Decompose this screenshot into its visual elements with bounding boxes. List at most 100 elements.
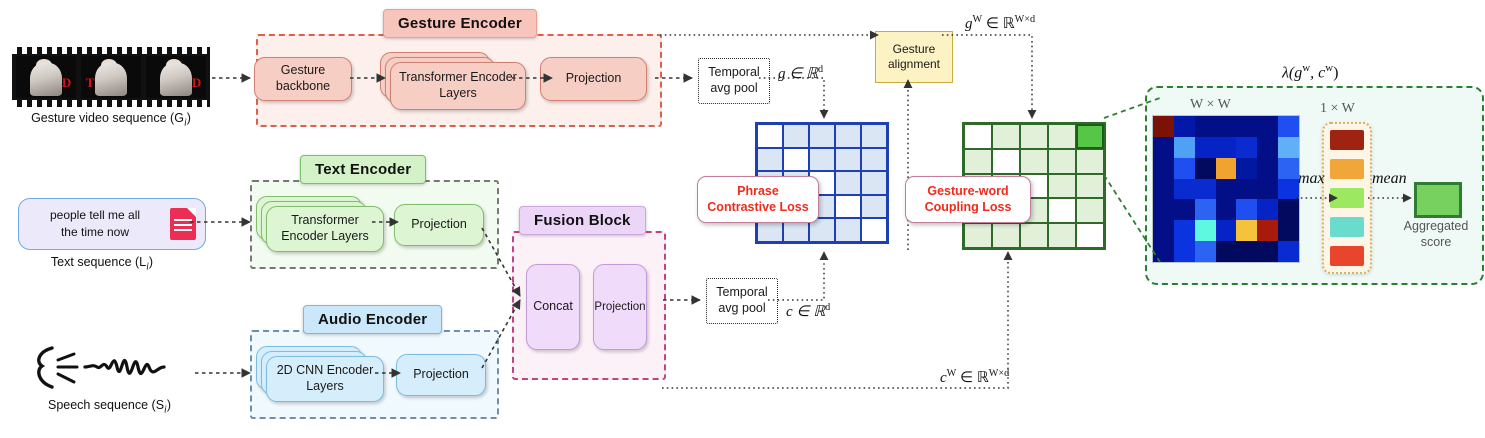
- matrix-cell: [1020, 148, 1048, 174]
- figure-body: [160, 62, 192, 97]
- heatmap-cell: [1173, 116, 1195, 137]
- heatmap-cell: [1153, 136, 1174, 158]
- matrix-cell: [861, 147, 887, 172]
- cW-base: c: [940, 370, 947, 386]
- onexw-text: 1 × W: [1320, 101, 1355, 116]
- matrix-cell: [1048, 148, 1076, 174]
- audio-caption-end: ): [166, 398, 171, 412]
- heatmap-cell: [1257, 220, 1279, 242]
- matrix-cell: [861, 124, 887, 148]
- aggregated-score-box: [1414, 182, 1462, 218]
- heatmap-cell: [1215, 157, 1237, 179]
- g-vector-text: g ∈ ℝ: [778, 66, 818, 82]
- matrix-cell: [964, 223, 992, 248]
- matrix-cell: [1076, 148, 1104, 174]
- text-caption-sub: i: [146, 261, 149, 273]
- heatmap-cell: [1153, 199, 1174, 221]
- heatmap-cell: [1278, 136, 1299, 158]
- matrix-cell: [835, 124, 861, 148]
- figure-body: [95, 62, 127, 97]
- gesture-input-caption: Gesture video sequence (Gi): [12, 111, 210, 129]
- figure-body: [30, 62, 62, 97]
- heatmap-cell: [1278, 116, 1299, 137]
- video-frame-1: D: [16, 56, 76, 98]
- gesture-transformer-encoder-layers-node[interactable]: Transformer Encoder Layers: [390, 62, 526, 110]
- heatmap-cell: [1215, 199, 1237, 221]
- wxw-text: W × W: [1190, 97, 1231, 112]
- g-vector-label: g ∈ ℝd: [778, 64, 823, 83]
- audio-caption-sub: i: [164, 404, 167, 416]
- aggregated-label-line2: score: [1420, 235, 1452, 250]
- phrase-loss-line1: Phrase: [737, 184, 779, 198]
- heatmap-cell: [1153, 116, 1174, 137]
- document-icon: [170, 208, 196, 240]
- frame-overlay-text: D: [61, 75, 72, 91]
- heatmap-cell: [1153, 220, 1174, 242]
- heatmap-cell: [1173, 199, 1195, 221]
- text-input-caption: Text sequence (Li): [18, 255, 186, 273]
- frame-overlay-text: D: [191, 75, 202, 91]
- max-pooled-column-vector[interactable]: [1322, 122, 1372, 274]
- matrix-cell: [1048, 124, 1076, 149]
- heatmap-cell: [1173, 178, 1195, 200]
- heatmap-cell: [1194, 136, 1216, 158]
- cW-label: cW ∈ ℝW×d: [940, 368, 1009, 387]
- heatmap-cell: [1257, 178, 1279, 200]
- heatmap-cell: [1173, 241, 1195, 262]
- aggregated-score-label: Aggregated score: [1396, 218, 1476, 251]
- text-encoder-title: Text Encoder: [300, 155, 427, 184]
- max-operation-label: max: [1298, 170, 1325, 188]
- heatmap-cell: [1236, 220, 1258, 242]
- gesture-projection-node[interactable]: Projection: [540, 57, 647, 101]
- matrix-cell: [964, 148, 992, 174]
- text-input-line2: the time now: [60, 225, 130, 239]
- matrix-cell: [1048, 223, 1076, 248]
- gesture-encoder-title: Gesture Encoder: [383, 9, 537, 38]
- fusion-projection-node[interactable]: Projection: [593, 264, 647, 350]
- text-projection-node[interactable]: Projection: [394, 204, 484, 246]
- heatmap-cell: [1153, 178, 1174, 200]
- gW-sup2: W×d: [1014, 14, 1036, 25]
- heatmap-cell: [1257, 241, 1279, 262]
- heatmap-cell: [1194, 116, 1216, 137]
- text-transformer-encoder-layers-node[interactable]: Transformer Encoder Layers: [266, 206, 384, 252]
- fusion-temporal-avg-pool[interactable]: Temporal avg pool: [706, 278, 778, 324]
- heatmap-cell: [1173, 157, 1195, 179]
- audio-projection-node[interactable]: Projection: [396, 354, 486, 396]
- audio-input-caption: Speech sequence (Si): [12, 398, 207, 416]
- audio-encoder-title: Audio Encoder: [303, 305, 443, 334]
- gesture-alignment-box[interactable]: Gesture alignment: [875, 31, 953, 83]
- gesture-caption-text: Gesture video sequence (G: [31, 111, 184, 125]
- heatmap-cell: [1257, 199, 1279, 221]
- heatmap-cell: [1278, 157, 1299, 179]
- matrix-cell: [1076, 124, 1104, 149]
- gesture-backbone-node[interactable]: Gesture backbone: [254, 57, 352, 101]
- cW-sup2: W×d: [988, 368, 1010, 379]
- audio-caption-text: Speech sequence (S: [47, 398, 165, 412]
- matrix-cell: [1020, 124, 1048, 149]
- matrix-cell: [835, 194, 861, 219]
- matrix-cell: [1048, 173, 1076, 199]
- gesture-temporal-avg-pool[interactable]: Temporal avg pool: [698, 58, 770, 104]
- fusion-concat-node[interactable]: Concat: [526, 264, 580, 350]
- lambda-sup2: w: [1325, 62, 1334, 74]
- column-vector-cell: [1330, 188, 1364, 208]
- heatmap-cell: [1194, 220, 1216, 242]
- matrix-cell: [809, 124, 835, 148]
- column-vector-cell: [1330, 130, 1364, 150]
- heatmap-cell: [1236, 241, 1258, 262]
- matrix-cell: [1020, 223, 1048, 248]
- lambda-sup1: w: [1302, 62, 1311, 74]
- text-caption-text: Text sequence (L: [50, 255, 147, 269]
- audio-cnn-encoder-layers-node[interactable]: 2D CNN Encoder Layers: [266, 356, 384, 402]
- lambda-function-label: λ(gw, cw): [1282, 62, 1338, 82]
- matrix-cell: [861, 194, 887, 219]
- heatmap-cell: [1215, 178, 1237, 200]
- lambda-mid: , c: [1310, 64, 1326, 82]
- matrix-cell: [1076, 223, 1104, 248]
- heatmap-cell: [1173, 220, 1195, 242]
- word-similarity-heatmap[interactable]: [1152, 115, 1300, 263]
- heatmap-cell: [1215, 220, 1237, 242]
- matrix-cell: [835, 218, 861, 242]
- matrix-cell: [1048, 198, 1076, 224]
